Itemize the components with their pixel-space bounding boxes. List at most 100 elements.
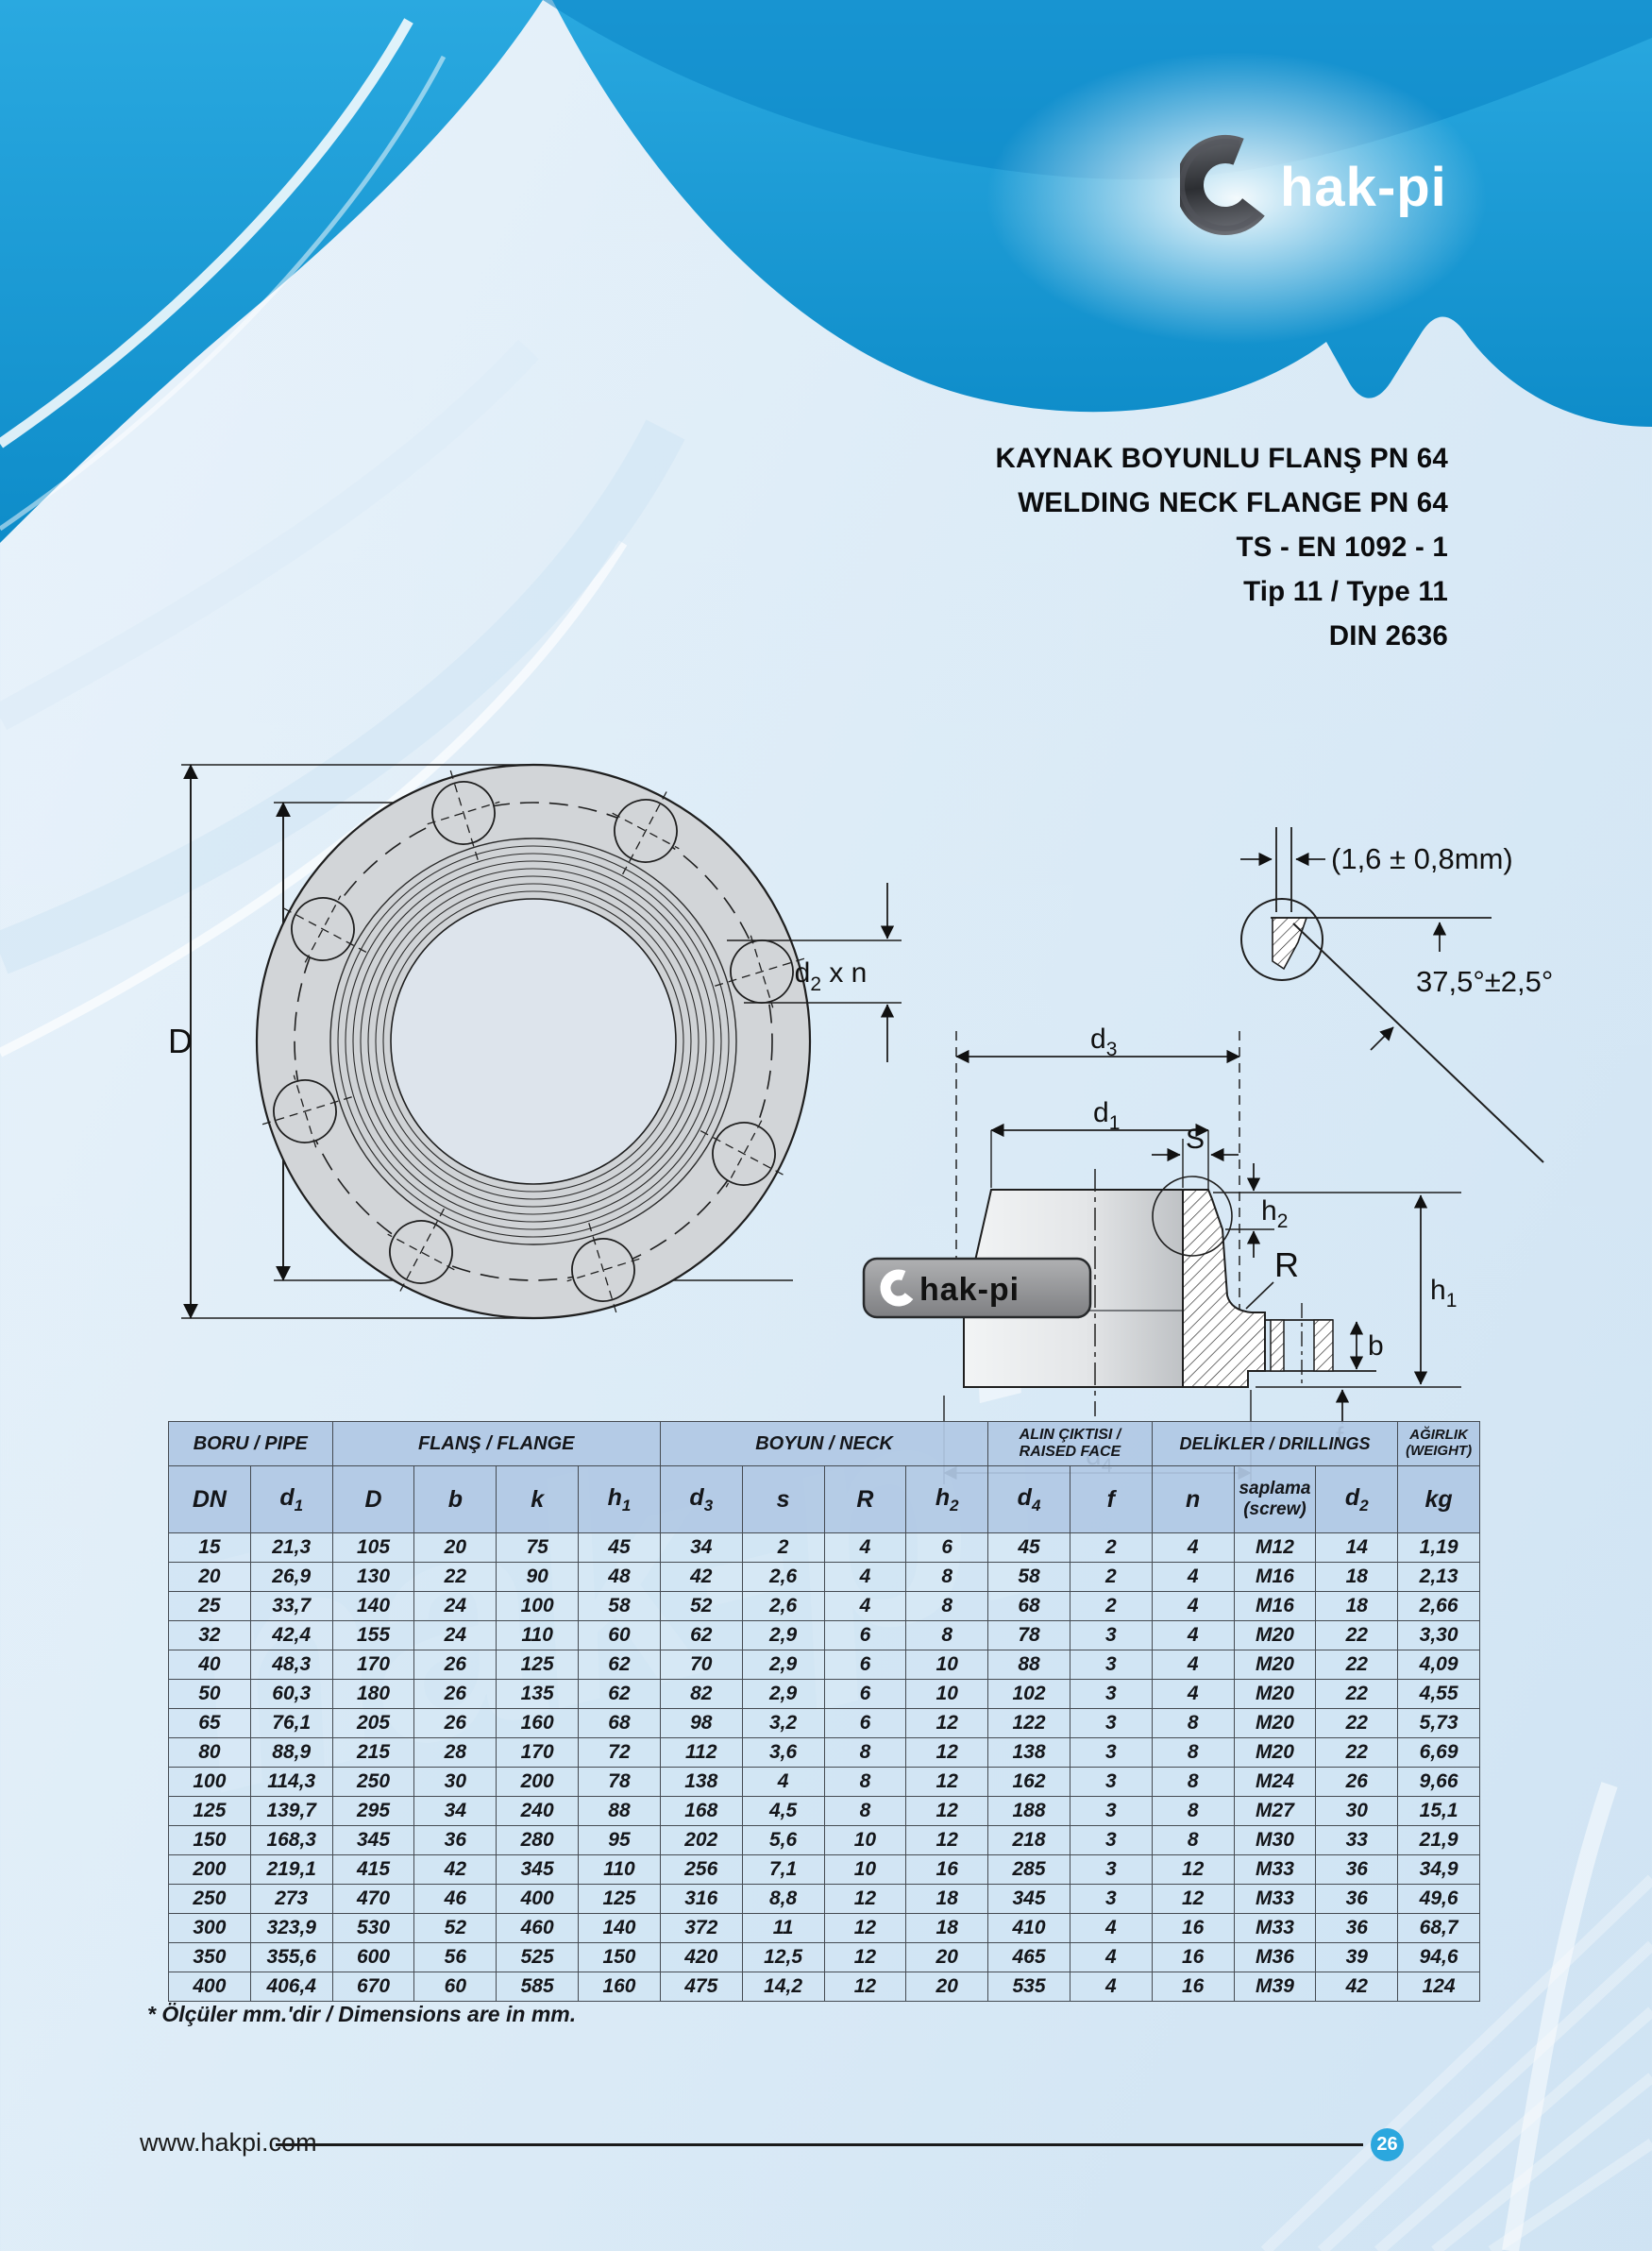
weld-bevel-detail-drawing: (1,6 ± 0,8mm) 37,5°±2,5° bbox=[1240, 827, 1553, 1163]
table-cell: 12 bbox=[905, 1825, 989, 1855]
table-cell: 124 bbox=[1397, 1972, 1480, 2002]
table-cell: 585 bbox=[496, 1972, 580, 2002]
table-cell: 42 bbox=[413, 1854, 497, 1885]
website-link[interactable]: www.hakpi.com bbox=[140, 2128, 317, 2157]
table-cell: 68 bbox=[578, 1708, 661, 1738]
table-cell: 525 bbox=[496, 1942, 580, 1972]
table-cell: 39 bbox=[1315, 1942, 1399, 1972]
table-cell: 12 bbox=[823, 1942, 907, 1972]
column-header: h1 bbox=[578, 1465, 661, 1533]
table-cell: 25 bbox=[168, 1591, 251, 1621]
table-cell: 15,1 bbox=[1397, 1796, 1480, 1826]
table-cell: 16 bbox=[905, 1854, 989, 1885]
table-cell: M16 bbox=[1233, 1591, 1317, 1621]
table-cell: 3 bbox=[1069, 1825, 1153, 1855]
dim-label-b: b bbox=[1368, 1330, 1384, 1362]
table-cell: 300 bbox=[168, 1913, 251, 1943]
table-cell: 122 bbox=[987, 1708, 1070, 1738]
table-cell: 32 bbox=[168, 1620, 251, 1650]
table-cell: M20 bbox=[1233, 1679, 1317, 1709]
column-header: R bbox=[823, 1465, 907, 1533]
table-cell: 8,8 bbox=[741, 1884, 825, 1914]
table-cell: 34 bbox=[659, 1532, 743, 1563]
table-cell: 155 bbox=[331, 1620, 415, 1650]
table-cell: 285 bbox=[987, 1854, 1070, 1885]
table-cell: 58 bbox=[578, 1591, 661, 1621]
table-cell: 4 bbox=[1151, 1620, 1235, 1650]
table-cell: 4 bbox=[823, 1562, 907, 1592]
table-cell: 170 bbox=[331, 1650, 415, 1680]
footer-divider bbox=[276, 2143, 1363, 2146]
table-cell: 8 bbox=[905, 1591, 989, 1621]
table-cell: 215 bbox=[331, 1737, 415, 1768]
table-cell: 12 bbox=[823, 1913, 907, 1943]
table-cell: 3,6 bbox=[741, 1737, 825, 1768]
table-cell: 2 bbox=[741, 1532, 825, 1563]
table-cell: 600 bbox=[331, 1942, 415, 1972]
table-cell: 58 bbox=[987, 1562, 1070, 1592]
table-cell: 530 bbox=[331, 1913, 415, 1943]
table-cell: 45 bbox=[987, 1532, 1070, 1563]
table-cell: 98 bbox=[659, 1708, 743, 1738]
table-cell: 2 bbox=[1069, 1591, 1153, 1621]
title-line: KAYNAK BOYUNLU FLANŞ PN 64 bbox=[995, 443, 1448, 474]
table-cell: 3 bbox=[1069, 1737, 1153, 1768]
table-cell: 6 bbox=[905, 1532, 989, 1563]
table-cell: 202 bbox=[659, 1825, 743, 1855]
table-cell: 8 bbox=[823, 1767, 907, 1797]
table-cell: 345 bbox=[331, 1825, 415, 1855]
column-header: h2 bbox=[905, 1465, 989, 1533]
badge-c-icon bbox=[880, 1269, 918, 1307]
table-cell: 18 bbox=[1315, 1562, 1399, 1592]
table-cell: 20 bbox=[168, 1562, 251, 1592]
table-cell: 18 bbox=[905, 1913, 989, 1943]
table-cell: 75 bbox=[496, 1532, 580, 1563]
table-cell: 2 bbox=[1069, 1562, 1153, 1592]
dim-label-D: D bbox=[168, 1022, 193, 1060]
table-cell: 130 bbox=[331, 1562, 415, 1592]
table-cell: 7,1 bbox=[741, 1854, 825, 1885]
table-cell: 52 bbox=[659, 1591, 743, 1621]
table-cell: 34,9 bbox=[1397, 1854, 1480, 1885]
table-cell: 12 bbox=[905, 1796, 989, 1826]
table-cell: 3,30 bbox=[1397, 1620, 1480, 1650]
table-cell: 16 bbox=[1151, 1942, 1235, 1972]
table-cell: M36 bbox=[1233, 1942, 1317, 1972]
table-cell: 4 bbox=[741, 1767, 825, 1797]
table-cell: 4 bbox=[1151, 1650, 1235, 1680]
table-cell: 62 bbox=[578, 1650, 661, 1680]
table-cell: 15 bbox=[168, 1532, 251, 1563]
table-cell: 10 bbox=[823, 1825, 907, 1855]
badge-logo-text: hak-pi bbox=[919, 1272, 1020, 1308]
table-cell: 16 bbox=[1151, 1972, 1235, 2002]
table-group-header: ALIN ÇIKTISI / RAISED FACE bbox=[987, 1421, 1153, 1466]
table-cell: 22 bbox=[1315, 1708, 1399, 1738]
table-cell: 200 bbox=[496, 1767, 580, 1797]
table-cell: 240 bbox=[496, 1796, 580, 1826]
table-cell: 323,9 bbox=[249, 1913, 333, 1943]
table-cell: 21,9 bbox=[1397, 1825, 1480, 1855]
title-line: WELDING NECK FLANGE PN 64 bbox=[1018, 487, 1448, 518]
title-line: DIN 2636 bbox=[1328, 620, 1448, 652]
table-cell: 16 bbox=[1151, 1913, 1235, 1943]
table-cell: 60,3 bbox=[249, 1679, 333, 1709]
table-cell: 49,6 bbox=[1397, 1884, 1480, 1914]
table-cell: 3 bbox=[1069, 1679, 1153, 1709]
table-cell: 2,6 bbox=[741, 1562, 825, 1592]
table-cell: 72 bbox=[578, 1737, 661, 1768]
table-cell: 316 bbox=[659, 1884, 743, 1914]
table-cell: 14,2 bbox=[741, 1972, 825, 2002]
table-cell: 8 bbox=[823, 1796, 907, 1826]
table-cell: 138 bbox=[987, 1737, 1070, 1768]
table-cell: M20 bbox=[1233, 1708, 1317, 1738]
table-cell: 3 bbox=[1069, 1620, 1153, 1650]
table-cell: 168 bbox=[659, 1796, 743, 1826]
table-cell: 36 bbox=[1315, 1913, 1399, 1943]
table-cell: 415 bbox=[331, 1854, 415, 1885]
table-cell: 9,66 bbox=[1397, 1767, 1480, 1797]
